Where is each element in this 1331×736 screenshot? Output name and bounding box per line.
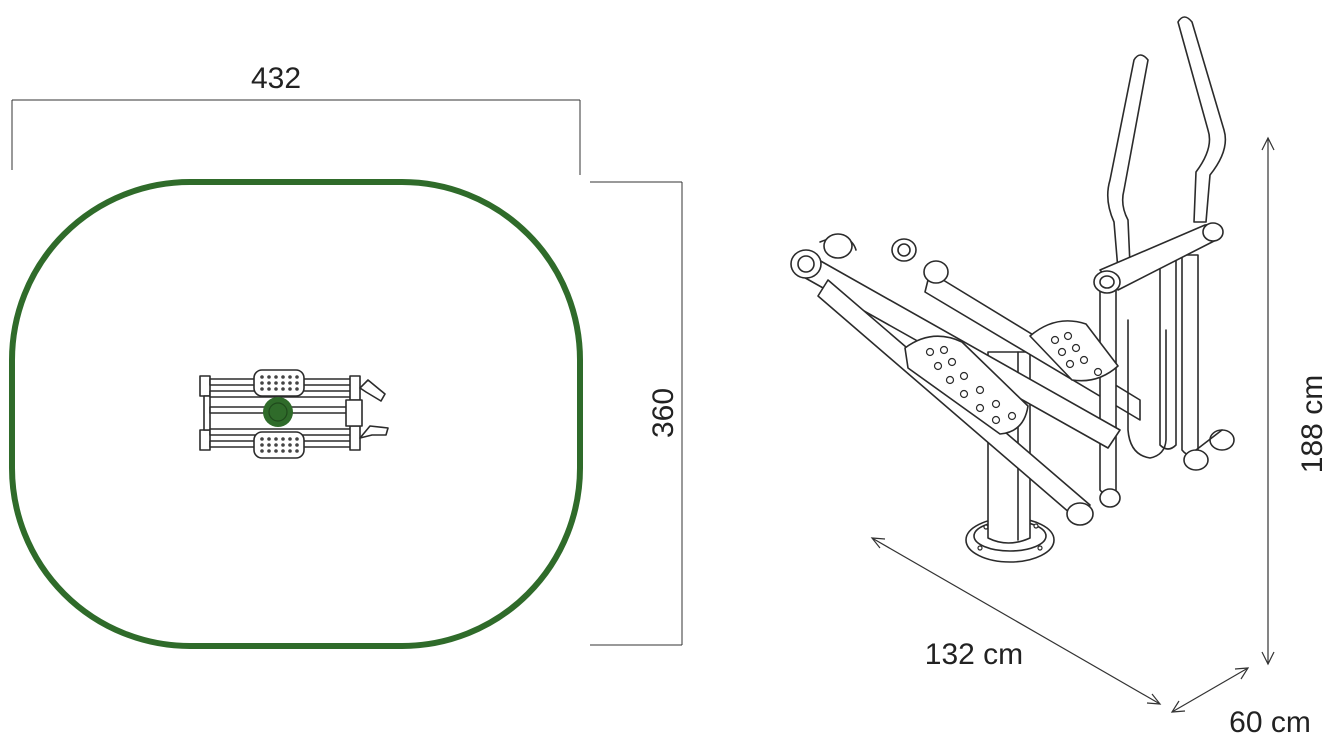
width-dimension: 60 cm (1170, 667, 1311, 736)
plan-view: 432 360 (9, 62, 683, 649)
front-pedal (904, 335, 1029, 435)
equipment-top-view (199, 369, 389, 459)
isometric-view: 188 cm 132 cm 60 cm (790, 16, 1329, 736)
length-label: 132 cm (925, 638, 1023, 671)
elliptical-trainer-drawing (790, 16, 1235, 563)
plan-width-label: 432 (251, 62, 301, 95)
plan-depth-dimension: 360 (590, 181, 683, 646)
plan-depth-label: 360 (647, 388, 680, 438)
safety-zone-outline (9, 179, 583, 649)
height-dimension: 188 cm (1261, 136, 1329, 666)
width-label: 60 cm (1229, 706, 1311, 736)
height-label: 188 cm (1296, 375, 1329, 473)
center-post-marker (263, 397, 293, 427)
length-dimension: 132 cm (870, 537, 1162, 705)
plan-width-dimension: 432 (11, 62, 581, 175)
